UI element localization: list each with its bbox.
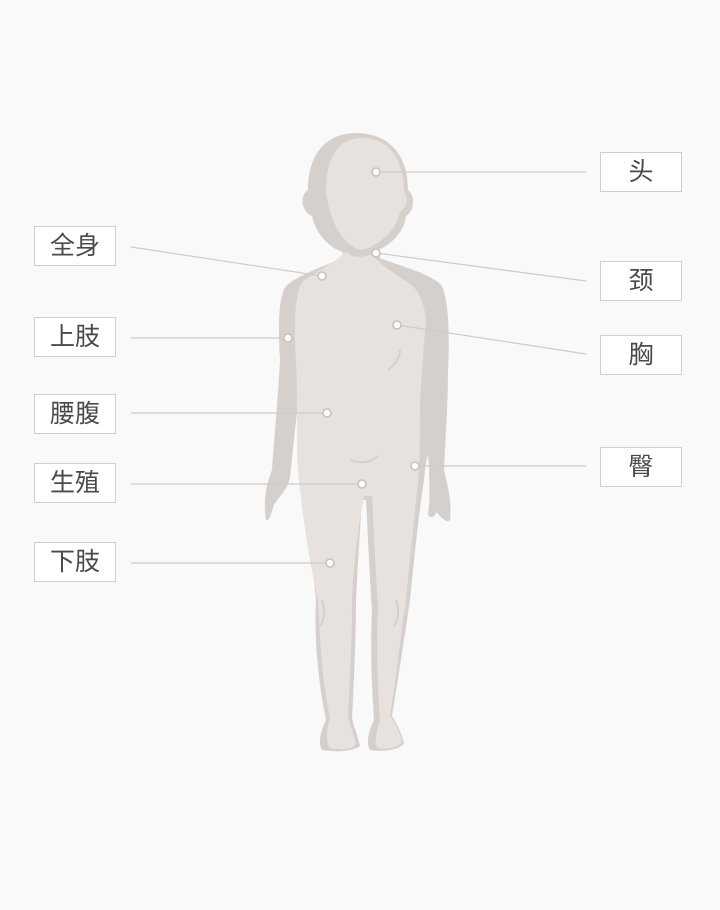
anchor-dot-whole-body[interactable] — [317, 271, 327, 281]
waist-abdomen-button[interactable]: 腰腹 — [34, 394, 116, 434]
upper-limb-button[interactable]: 上肢 — [34, 317, 116, 357]
child-silhouette — [264, 133, 451, 752]
anchor-dots — [283, 167, 420, 568]
silhouette-detail — [319, 349, 401, 627]
leader-line-neck — [375, 252, 587, 282]
anchor-dot-waist[interactable] — [322, 408, 332, 418]
neck-button[interactable]: 颈 — [600, 261, 682, 301]
anchor-dot-upper-limb[interactable] — [283, 333, 293, 343]
leader-line-chest — [396, 324, 587, 355]
silhouette-body — [294, 138, 426, 750]
head-button[interactable]: 头 — [600, 152, 682, 192]
leader-line-whole-body — [130, 246, 323, 277]
chest-button[interactable]: 胸 — [600, 335, 682, 375]
anchor-dot-chest[interactable] — [392, 320, 402, 330]
leader-lines — [130, 171, 587, 564]
anchor-dot-head[interactable] — [371, 167, 381, 177]
lower-limb-button[interactable]: 下肢 — [34, 542, 116, 582]
genital-button[interactable]: 生殖 — [34, 463, 116, 503]
whole-body-button[interactable]: 全身 — [34, 226, 116, 266]
buttock-button[interactable]: 臀 — [600, 447, 682, 487]
anchor-dot-lower-limb[interactable] — [325, 558, 335, 568]
anchor-dot-genital[interactable] — [357, 479, 367, 489]
anchor-dot-neck[interactable] — [371, 248, 381, 258]
anchor-dot-buttock[interactable] — [410, 461, 420, 471]
